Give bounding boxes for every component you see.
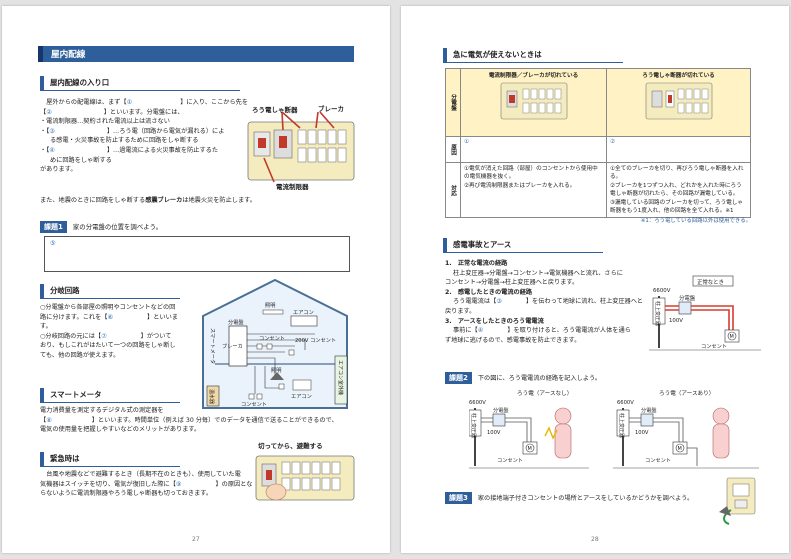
outage-note: ※1：ろう電している回路以外は使用できる。 bbox=[640, 218, 751, 224]
panel-icon-breaker bbox=[500, 82, 567, 120]
blank-2[interactable]: ② bbox=[46, 108, 52, 116]
normal-panel: 分電盤 bbox=[679, 294, 696, 302]
earth-text: 1. 正常な電流の経路 柱上変圧器→分電盤→コンセント→電気機器へと流れ、さらに… bbox=[445, 260, 643, 344]
branch-text: ○分電盤から各部屋の照明やコンセントなどの回 路に分けます。これを【⑥】といいま… bbox=[40, 304, 178, 360]
house-water-heater: 温水器 bbox=[208, 389, 215, 404]
label-rouden: ろう電しゃ断器 bbox=[252, 105, 298, 114]
leak1-transformer: 柱上変圧器 bbox=[470, 413, 477, 438]
house-outlet-200v: 200V コンセント bbox=[295, 337, 336, 344]
emergency-heading: 緊急時は bbox=[40, 452, 180, 467]
entrance-heading: 屋内配線の入り口 bbox=[40, 76, 240, 91]
task1-text: 家の分電盤の位置を調べよう。 bbox=[72, 223, 163, 231]
panel-icon-rouden bbox=[645, 82, 712, 120]
blank-3[interactable]: ③ bbox=[49, 127, 55, 135]
leak-no-earth-label: ろう電（アースなし） bbox=[517, 390, 572, 397]
page-number-28: 28 bbox=[591, 536, 599, 543]
normal-outlet: コンセント bbox=[701, 343, 727, 350]
quake-text: また、地震のときに回路をしゃ断する感震ブレーカは地震火災を防止します。 bbox=[40, 197, 256, 204]
outage-table: 分電盤 電流制限器／ブレーカが切れている ろう電しゃ断器が切れている bbox=[445, 68, 751, 219]
emergency-text: 台風や地震などで避難するとき（長期不在のときも）、使用していた電 気機器はスイッ… bbox=[40, 471, 253, 498]
house-breaker: ブレーカ bbox=[222, 342, 243, 350]
blank-7[interactable]: ⑦ bbox=[101, 332, 107, 340]
house-panel: 分電盤 bbox=[228, 318, 244, 326]
action-1: ①電気が消えた回路（部屋）のコンセントから使用中の電気機器を抜く。 ②再び電流制… bbox=[460, 161, 607, 219]
section-title: 屋内配線 bbox=[38, 46, 354, 62]
house-wiring-diagram: 照明 エアコン 分電盤 ブレーカ コンセント 200V コンセント スマートメー… bbox=[202, 278, 348, 409]
leak2-v100: 100V bbox=[635, 430, 649, 436]
label-limiter: 電流制限器 bbox=[276, 182, 309, 190]
normal-label: 正常なとき bbox=[697, 278, 724, 286]
blank-8[interactable]: ⑧ bbox=[46, 416, 52, 424]
col1-header: 電流制限器／ブレーカが切れている bbox=[488, 73, 579, 79]
house-outlet-bottom: コンセント bbox=[241, 401, 267, 408]
task1: 課題1 家の分電盤の位置を調べよう。 bbox=[40, 221, 162, 233]
normal-v100: 100V bbox=[669, 318, 683, 324]
col1-cell: 電流制限器／ブレーカが切れている bbox=[460, 68, 607, 137]
blank-6[interactable]: ⑥ bbox=[107, 313, 114, 321]
task3-badge: 課題3 bbox=[445, 492, 472, 504]
col2-cell: ろう電しゃ断器が切れている bbox=[606, 68, 751, 137]
task3-text: 家の接地端子付きコンセントの場所とアースをしているかどうかを調べよう。 bbox=[477, 495, 694, 502]
earth-blank-3[interactable]: ③ bbox=[496, 298, 502, 306]
task2-badge: 課題2 bbox=[445, 372, 472, 384]
leak1-v6600: 6600V bbox=[469, 400, 486, 406]
blank-4[interactable]: ④ bbox=[49, 147, 55, 155]
row-cause-label: 原因 bbox=[445, 136, 461, 163]
normal-motor: M bbox=[730, 334, 734, 340]
smart-heading: スマートメータ bbox=[40, 388, 180, 403]
house-lighting-bottom: 照明 bbox=[271, 367, 281, 374]
blank-5: ⑤ bbox=[50, 240, 56, 247]
page-27: 屋内配線 屋内配線の入り口 屋外からの配電線は、まず【①】に入り、ここから先を … bbox=[2, 6, 390, 553]
task1-badge: 課題1 bbox=[40, 221, 67, 233]
switch-off-illustration: 切ってから、避難する bbox=[255, 441, 355, 501]
leak1-motor: M bbox=[528, 446, 532, 452]
blank-1[interactable]: ① bbox=[126, 99, 133, 106]
leak1-panel: 分電盤 bbox=[493, 406, 509, 414]
leak-diagrams: ろう電（アースなし） 6600V 柱上変圧器 分電盤 100V M コンセント … bbox=[469, 390, 759, 469]
cause-1[interactable]: ① bbox=[460, 136, 607, 163]
row-action-label: 対応 bbox=[445, 161, 461, 219]
col2-header: ろう電しゃ断器が切れている bbox=[642, 73, 715, 79]
action-2: ①全てのブレーカを切り、再びろう電しゃ断器を入れる。 ②ブレーカを1つずつ入れ、… bbox=[606, 161, 751, 219]
task1-answer-box[interactable]: ⑤ bbox=[44, 236, 350, 272]
task3: 課題3 家の接地端子付きコンセントの場所とアースをしているかどうかを調べよう。 bbox=[445, 492, 693, 504]
earth-blank-4[interactable]: ④ bbox=[477, 327, 484, 335]
smart-text: 電力消費量を測定するデジタル式の測定器を 【⑧】といいます。時間単位（例えば 3… bbox=[40, 407, 338, 434]
house-smart-meter: スマートメータ bbox=[209, 328, 217, 364]
earth-outlet-illustration bbox=[719, 477, 756, 525]
earth-title: 感電事故とアース bbox=[443, 238, 603, 253]
blank-9[interactable]: ⑨ bbox=[175, 480, 182, 488]
house-lighting-top: 照明 bbox=[265, 302, 275, 309]
house-aircon-bottom: エアコン bbox=[291, 393, 312, 400]
leak2-v6600: 6600V bbox=[617, 400, 634, 406]
label-breaker: ブレーカ bbox=[318, 104, 344, 113]
emergency-caption: 切ってから、避難する bbox=[258, 441, 323, 450]
task2: 課題2 下の図に、ろう電電流の経路を記入しよう。 bbox=[445, 372, 601, 384]
house-outlet: コンセント bbox=[259, 335, 285, 342]
leak-earth-label: ろう電（アースあり） bbox=[659, 390, 714, 397]
normal-transformer: 柱上変圧器 bbox=[654, 301, 661, 326]
cause-2[interactable]: ② bbox=[606, 136, 751, 163]
page-28: 急に電気が使えないときは 分電盤 電流制限器／ブレーカが切れている ろう電しゃ断… bbox=[401, 6, 789, 553]
leak2-motor: M bbox=[678, 446, 682, 452]
leak2-transformer: 柱上変圧器 bbox=[618, 413, 625, 438]
normal-v6600: 6600V bbox=[653, 288, 671, 294]
row-panel-label: 分電盤 bbox=[445, 68, 461, 137]
leak1-v100: 100V bbox=[487, 430, 501, 436]
leak2-outlet: コンセント bbox=[645, 457, 671, 464]
leak1-outlet: コンセント bbox=[497, 457, 523, 464]
house-aircon-outdoor: エアコン室外機 bbox=[337, 360, 344, 395]
normal-current-diagram: 正常なとき 6600V 柱上変圧器 分電盤 100V M コンセント bbox=[649, 275, 761, 351]
task2-text: 下の図に、ろう電電流の経路を記入しよう。 bbox=[477, 375, 602, 382]
page-number-27: 27 bbox=[192, 536, 200, 543]
leak2-panel: 分電盤 bbox=[641, 406, 657, 414]
entrance-text: 屋外からの配電線は、まず【①】に入り、ここから先を 【②】といいます。分電盤には… bbox=[40, 99, 249, 174]
distribution-panel-illustration: ろう電しゃ断器 ブレーカ 電流制限器 bbox=[247, 104, 355, 190]
branch-heading: 分岐回路 bbox=[40, 284, 180, 299]
house-aircon: エアコン bbox=[293, 309, 314, 316]
outage-title: 急に電気が使えないときは bbox=[443, 48, 623, 63]
